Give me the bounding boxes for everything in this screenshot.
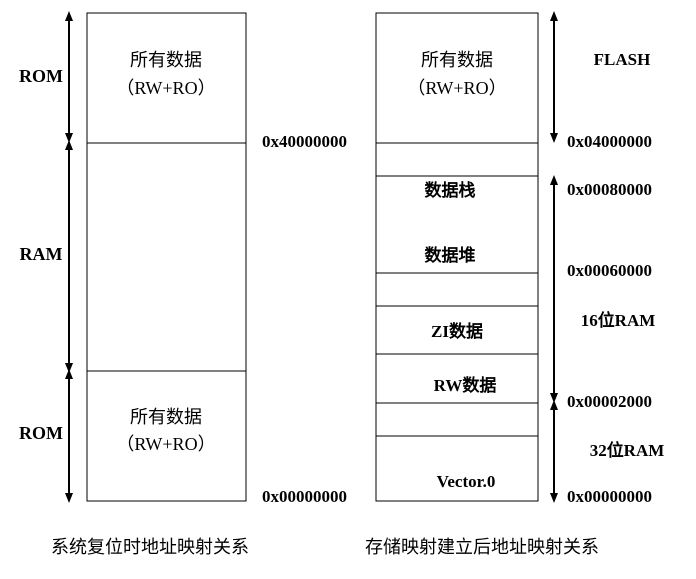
- rom-top-label: ROM: [19, 66, 63, 86]
- left-memory-map: 所有数据 （RW+RO） 所有数据 （RW+RO） ROM RAM ROM 0x…: [19, 10, 347, 557]
- rw-data-label: RW数据: [434, 375, 497, 395]
- address-00080000: 0x00080000: [567, 180, 652, 199]
- left-address-lower: 0x00000000: [262, 487, 347, 506]
- left-top-block-line1: 所有数据: [130, 50, 202, 70]
- zi-data-label: ZI数据: [431, 321, 483, 341]
- right-memory-map: 所有数据 （RW+RO） 数据栈 数据堆 ZI数据 RW数据 Vector.0 …: [365, 10, 665, 557]
- address-00060000: 0x00060000: [567, 261, 652, 280]
- right-caption: 存储映射建立后地址映射关系: [365, 537, 599, 557]
- address-04000000: 0x04000000: [567, 132, 652, 151]
- right-memory-box: [375, 12, 539, 502]
- data-stack-label: 数据栈: [425, 180, 476, 200]
- address-00000000: 0x00000000: [567, 487, 652, 506]
- data-heap-label: 数据堆: [425, 245, 476, 265]
- right-top-block-line1: 所有数据: [421, 50, 493, 70]
- left-bottom-block-line1: 所有数据: [130, 407, 202, 427]
- ram32-label: 32位RAM: [590, 440, 665, 460]
- left-address-upper: 0x40000000: [262, 132, 347, 151]
- rom-bottom-label: ROM: [19, 423, 63, 443]
- ram16-label: 16位RAM: [581, 310, 656, 330]
- ram-label: RAM: [20, 244, 63, 264]
- left-bottom-block-line2: （RW+RO）: [116, 434, 215, 454]
- vector-label: Vector.0: [437, 472, 496, 491]
- right-top-block-line2: （RW+RO）: [407, 78, 506, 98]
- left-memory-box: [86, 12, 247, 502]
- flash-label: FLASH: [594, 50, 651, 69]
- left-caption: 系统复位时地址映射关系: [51, 537, 249, 557]
- left-top-block-line2: （RW+RO）: [116, 78, 215, 98]
- address-00002000: 0x00002000: [567, 392, 652, 411]
